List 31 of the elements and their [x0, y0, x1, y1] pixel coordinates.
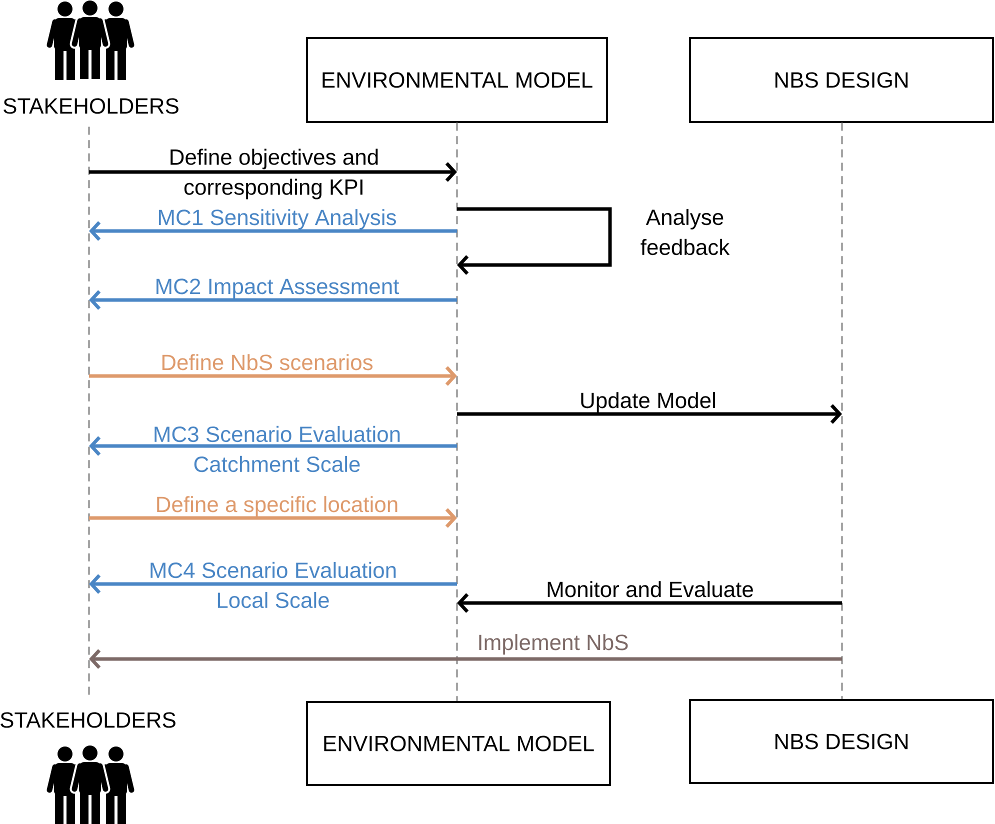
arrow — [457, 593, 842, 613]
participant-box: ENVIRONMENTAL MODEL — [306, 37, 608, 123]
arrow — [89, 436, 457, 456]
arrow — [89, 574, 457, 594]
arrow — [457, 404, 842, 424]
participant-box: NBS DESIGN — [689, 37, 994, 123]
lifeline — [456, 122, 458, 702]
edge-label: MC1 Sensitivity Analysis — [159, 209, 396, 230]
edge-label: MC3 Scenario Evaluation Catchment Scale — [154, 426, 400, 472]
edge-label: Define objectives and corresponding KPI — [170, 148, 378, 200]
lifeline — [841, 122, 843, 700]
edge-label: MC4 Scenario Evaluation Local Scale — [150, 562, 396, 608]
lifeline — [88, 126, 90, 698]
participant-box: ENVIRONMENTAL MODEL — [306, 701, 611, 786]
actor-label: STAKEHOLDERS — [0, 712, 176, 728]
edge-label: Analyse feedback — [640, 208, 730, 256]
edge-label: Define a specific location — [157, 496, 398, 517]
arrow — [89, 366, 457, 386]
edge-label: MC2 Impact Assessment — [156, 278, 400, 299]
edge-label: Implement NbS — [479, 634, 628, 655]
loop-arrow — [457, 207, 612, 275]
arrow — [89, 649, 842, 669]
arrow — [89, 508, 457, 528]
participant-box: NBS DESIGN — [689, 699, 994, 784]
edge-label: Define NbS scenarios — [162, 354, 373, 370]
actor-label: STAKEHOLDERS — [4, 98, 178, 114]
edge-label: Update Model — [581, 392, 715, 413]
arrow — [89, 290, 457, 310]
arrow — [89, 162, 457, 182]
arrow — [89, 221, 457, 241]
edge-label: Monitor and Evaluate — [548, 581, 753, 598]
